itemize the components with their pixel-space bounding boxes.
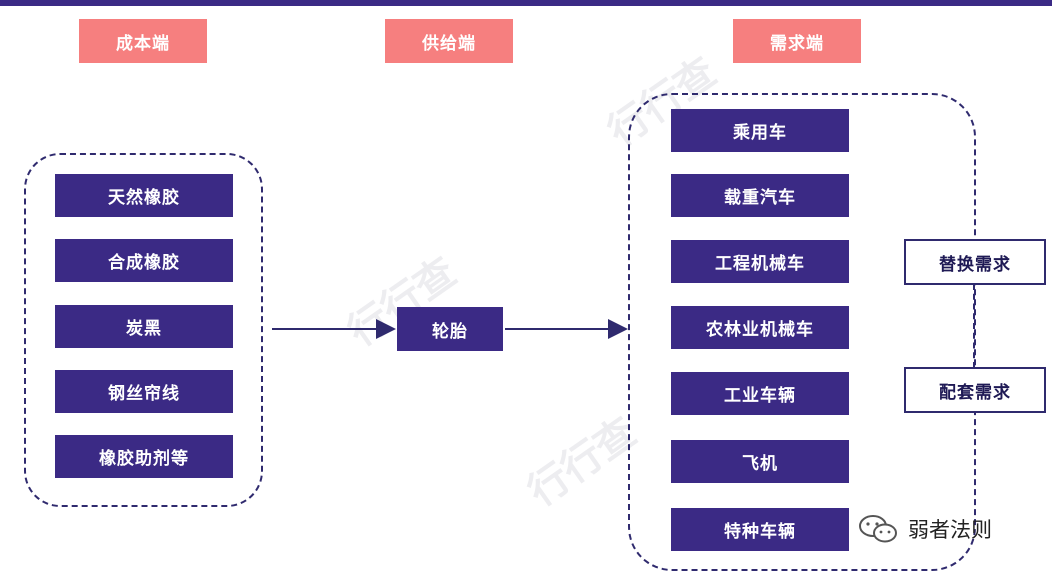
- brand-signature: 弱者法则: [858, 514, 992, 544]
- demand-item: 农林业机械车: [671, 306, 849, 349]
- demand-item: 载重汽车: [671, 174, 849, 217]
- demand-item: 乘用车: [671, 109, 849, 152]
- cost-item: 炭黑: [55, 305, 233, 348]
- supply-item-tire: 轮胎: [397, 307, 503, 351]
- demand-group-frame: [628, 93, 976, 571]
- demand-item: 工程机械车: [671, 240, 849, 283]
- top-rule: [0, 0, 1052, 6]
- cost-item: 橡胶助剂等: [55, 435, 233, 478]
- wechat-icon: [858, 514, 900, 544]
- demand-item: 工业车辆: [671, 372, 849, 415]
- replacement-demand-label: 替换需求: [904, 239, 1046, 285]
- demand-item: 飞机: [671, 440, 849, 483]
- cost-item: 天然橡胶: [55, 174, 233, 217]
- dashed-connector: [973, 284, 975, 368]
- header-cost: 成本端: [79, 19, 207, 63]
- cost-item: 钢丝帘线: [55, 370, 233, 413]
- cost-group-frame: [24, 153, 263, 507]
- header-supply: 供给端: [385, 19, 513, 63]
- demand-item: 特种车辆: [671, 508, 849, 551]
- cost-item: 合成橡胶: [55, 239, 233, 282]
- header-demand: 需求端: [733, 19, 861, 63]
- oem-demand-label: 配套需求: [904, 367, 1046, 413]
- brand-name: 弱者法则: [908, 518, 992, 542]
